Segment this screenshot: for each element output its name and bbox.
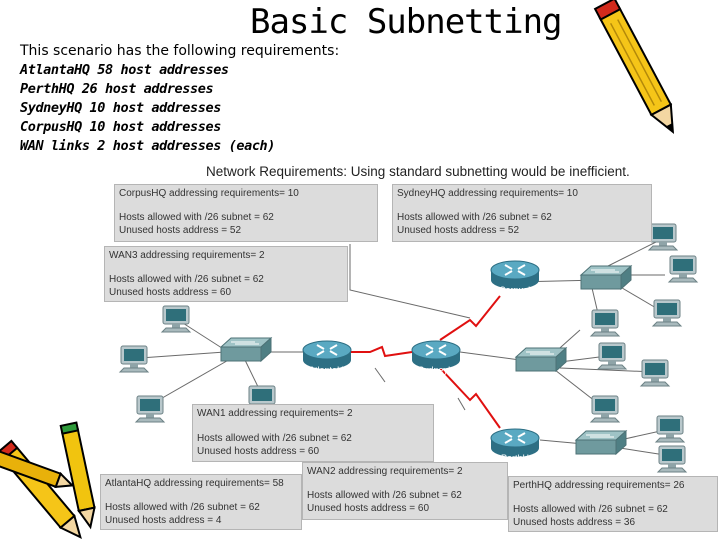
computer-icon (597, 342, 627, 370)
requirement-corpus: CorpusHQ 10 host addresses (20, 119, 221, 135)
box-line: Hosts allowed with /26 subnet = 62 (397, 212, 552, 223)
box-line: CorpusHQ addressing requirements= 10 (119, 188, 299, 199)
box-line: Unused hosts address = 60 (307, 503, 430, 514)
box-line: Hosts allowed with /26 subnet = 62 (109, 274, 264, 285)
requirement-sydney: SydneyHQ 10 host addresses (20, 100, 221, 116)
switch-icon (220, 337, 272, 362)
box-line: PerthHQ addressing requirements= 26 (513, 480, 685, 491)
computer-icon (640, 359, 670, 387)
computer-icon (648, 223, 678, 251)
box-line: SydneyHQ addressing requirements= 10 (397, 188, 578, 199)
computer-icon (119, 345, 149, 373)
box-line: Hosts allowed with /26 subnet = 62 (307, 490, 462, 501)
computer-icon (657, 445, 687, 473)
switch-icon (515, 347, 567, 372)
requirement-perth: PerthHQ 26 host addresses (20, 81, 214, 97)
router-label-sydney: SydneyHQ (418, 365, 462, 375)
sydney-requirements-box: SydneyHQ addressing requirements= 10 Hos… (392, 184, 652, 242)
computer-icon (135, 395, 165, 423)
wan2-requirements-box: WAN2 addressing requirements= 2 Hosts al… (302, 462, 508, 520)
box-line: Unused hosts address = 60 (109, 287, 232, 298)
box-line: WAN3 addressing requirements= 2 (109, 250, 265, 261)
box-line: Unused hosts address = 60 (197, 446, 320, 457)
requirements-intro: This scenario has the following requirem… (20, 43, 340, 59)
router-label-atlanta: AtlantaHQ (309, 365, 351, 375)
diagram-title: Network Requirements: Using standard sub… (206, 164, 630, 179)
router-label-corpus: CorpusHQ (499, 285, 542, 295)
wan1-requirements-box: WAN1 addressing requirements= 2 Hosts al… (192, 404, 434, 462)
pencil-icon (593, 0, 675, 134)
switch-icon (580, 265, 632, 290)
router-label-perth: PerthHQ (501, 453, 536, 463)
requirement-atlanta: AtlantaHQ 58 host addresses (20, 62, 229, 78)
box-line: AtlantaHQ addressing requirements= 58 (105, 478, 284, 489)
box-line: Hosts allowed with /26 subnet = 62 (197, 433, 352, 444)
atlanta-requirements-box: AtlantaHQ addressing requirements= 58 Ho… (100, 474, 302, 530)
corpus-requirements-box: CorpusHQ addressing requirements= 10 Hos… (114, 184, 378, 242)
page-title: Basic Subnetting (250, 2, 563, 42)
computer-icon (161, 305, 191, 333)
box-line: WAN1 addressing requirements= 2 (197, 408, 353, 419)
wan3-requirements-box: WAN3 addressing requirements= 2 Hosts al… (104, 246, 348, 302)
perth-requirements-box: PerthHQ addressing requirements= 26 Host… (508, 476, 718, 532)
box-line: WAN2 addressing requirements= 2 (307, 466, 463, 477)
box-line: Hosts allowed with /26 subnet = 62 (119, 212, 274, 223)
computer-icon (590, 309, 620, 337)
computer-icon (652, 299, 682, 327)
box-line: Unused hosts address = 52 (119, 225, 242, 236)
box-line: Unused hosts address = 36 (513, 517, 636, 528)
switch-icon (575, 430, 627, 455)
computer-icon (590, 395, 620, 423)
box-line: Hosts allowed with /26 subnet = 62 (513, 504, 668, 515)
computer-icon (655, 415, 685, 443)
computer-icon (668, 255, 698, 283)
requirements-list: This scenario has the following requirem… (20, 42, 339, 156)
pencils-clipart-icon (0, 421, 96, 539)
box-line: Unused hosts address = 52 (397, 225, 520, 236)
wan-links (340, 295, 501, 429)
box-line: Unused hosts address = 4 (105, 515, 222, 526)
requirement-wan: WAN links 2 host addresses (each) (20, 138, 276, 154)
box-line: Hosts allowed with /26 subnet = 62 (105, 502, 260, 513)
